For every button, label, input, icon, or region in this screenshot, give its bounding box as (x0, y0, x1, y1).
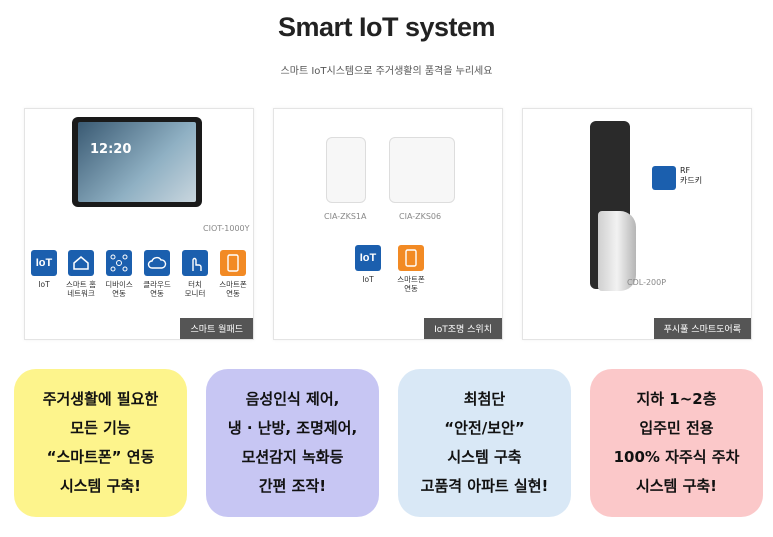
smartphone-icon (398, 245, 424, 271)
feature-box-parking: 지하 1~2층 입주민 전용 100% 자주식 주차 시스템 구축! (590, 369, 763, 517)
rf-card-label: RF 카드키 (680, 166, 703, 185)
feature-label: 스마트폰 연동 (219, 280, 247, 298)
feature-iot: IoT IoT (350, 245, 386, 284)
iot-icon: IoT (355, 245, 381, 271)
rf-card-icon (652, 166, 676, 190)
feature-box-text: 최첨단 “안전/보안” 시스템 구축 고품격 아파트 실현! (420, 390, 549, 495)
page-subtitle: 스마트 IoT시스템으로 주거생활의 품격을 누리세요 (280, 66, 493, 77)
wallpad-tag: 스마트 월패드 (180, 318, 253, 339)
touch-icon (182, 250, 208, 276)
doorlock-image (590, 121, 636, 291)
feature-label: 디바이스 연동 (105, 280, 133, 298)
switch-single-image (326, 137, 366, 203)
iot-icon: IoT (31, 250, 57, 276)
feature-smartphone: 스마트폰 연동 (393, 245, 429, 293)
doorlock-model: CDL-200P (627, 278, 667, 287)
switch-model-2: CIA-ZKS06 (399, 212, 442, 221)
cloud-icon (144, 250, 170, 276)
wallpad-image: 12:20 (72, 117, 202, 207)
switch-six-image (389, 137, 455, 203)
feature-box-security: 최첨단 “안전/보안” 시스템 구축 고품격 아파트 실현! (398, 369, 571, 517)
feature-label: 스마트폰 연동 (397, 275, 425, 293)
home-network-icon (68, 250, 94, 276)
device-link-icon (106, 250, 132, 276)
feature-box-text: 지하 1~2층 입주민 전용 100% 자주식 주차 시스템 구축! (613, 390, 740, 495)
feature-touch: 터치 모니터 (177, 250, 213, 298)
feature-iot: IoT IoT (26, 250, 62, 289)
wallpad-model: CIOT-1000Y (203, 224, 250, 233)
feature-box-text: 음성인식 제어, 냉 · 난방, 조명제어, 모션감지 녹화등 간편 조작! (227, 390, 358, 495)
feature-device-link: 디바이스 연동 (101, 250, 137, 298)
iot-switch-tag: IoT조명 스위치 (424, 318, 502, 339)
iot-switch-card[interactable]: IoT조명 스위치 (273, 108, 503, 340)
feature-label: 스마트 홈 네트워크 (66, 280, 96, 298)
feature-box-control: 음성인식 제어, 냉 · 난방, 조명제어, 모션감지 녹화등 간편 조작! (206, 369, 379, 517)
feature-smartphone: 스마트폰 연동 (215, 250, 251, 298)
doorlock-tag: 푸시풀 스마트도어록 (653, 318, 751, 339)
feature-home-network: 스마트 홈 네트워크 (63, 250, 99, 298)
feature-box-smartphone: 주거생활에 필요한 모든 기능 “스마트폰” 연동 시스템 구축! (14, 369, 187, 517)
feature-label: IoT (362, 275, 374, 284)
feature-label: IoT (38, 280, 50, 289)
switch-model-1: CIA-ZKS1A (324, 212, 367, 221)
feature-box-text: 주거생활에 필요한 모든 기능 “스마트폰” 연동 시스템 구축! (42, 390, 159, 495)
feature-label: 터치 모니터 (184, 280, 206, 298)
page-title: Smart IoT system (277, 12, 496, 42)
feature-label: 클라우드 연동 (143, 280, 171, 298)
wallpad-screen-time: 12:20 (90, 142, 132, 157)
feature-cloud: 클라우드 연동 (139, 250, 175, 298)
doorlock-card[interactable]: 푸시풀 스마트도어록 (522, 108, 752, 340)
smartphone-icon (220, 250, 246, 276)
